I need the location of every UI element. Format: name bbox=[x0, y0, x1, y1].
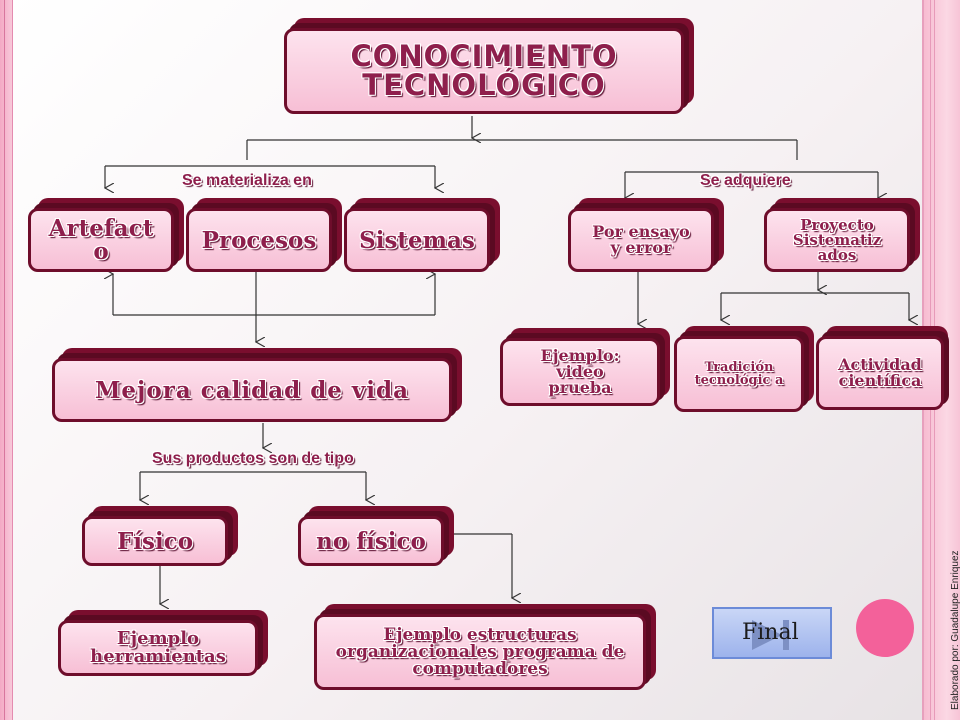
node-ejemplo-estructuras-text: Ejemplo estructuras organizacionales pro… bbox=[335, 624, 625, 679]
node-procesos: Procesos bbox=[186, 198, 342, 272]
branch-label-adquiere: Se adquiere bbox=[700, 172, 791, 189]
node-no-fisico: no físico bbox=[298, 506, 454, 566]
decorative-circle bbox=[856, 599, 914, 657]
play-end-icon bbox=[752, 620, 782, 650]
left-frame bbox=[0, 0, 13, 720]
node-mejora-text: Mejora calidad de vida bbox=[94, 376, 410, 404]
title-text: CONOCIMIENTO TECNOLÓGICO bbox=[350, 39, 618, 102]
node-ejemplo-estructuras: Ejemplo estructuras organizacionales pro… bbox=[314, 604, 656, 690]
node-procesos-text: Procesos bbox=[201, 226, 317, 254]
node-ejemplo-herramientas-text: Ejemplo herramientas bbox=[90, 628, 226, 667]
node-proyecto-text: Proyecto Sistematiz ados bbox=[792, 215, 882, 264]
node-ensayo-text: Por ensayo y error bbox=[592, 222, 690, 257]
node-artefacto-text: Artefact o bbox=[48, 215, 154, 265]
node-ensayo: Por ensayo y error bbox=[568, 198, 724, 272]
node-mejora: Mejora calidad de vida bbox=[52, 348, 462, 422]
node-ejemplo-video: Ejemplo: video prueba bbox=[500, 328, 670, 406]
title-node: CONOCIMIENTO TECNOLÓGICO bbox=[284, 18, 694, 114]
node-no-fisico-text: no físico bbox=[316, 527, 426, 555]
author-credit: Elaborado por: Guadalupe Enriquez bbox=[950, 550, 960, 710]
branch-label-materializa: Se materializa en bbox=[182, 172, 312, 189]
node-fisico: Físico bbox=[82, 506, 238, 566]
node-artefacto: Artefact o bbox=[28, 198, 184, 272]
node-sistemas: Sistemas bbox=[344, 198, 500, 272]
node-actividad: Actividad científica bbox=[816, 326, 949, 410]
branch-label-productos: Sus productos son de tipo bbox=[152, 450, 354, 467]
node-ejemplo-video-text: Ejemplo: video prueba bbox=[540, 346, 620, 397]
node-ejemplo-herramientas: Ejemplo herramientas bbox=[58, 610, 268, 676]
node-fisico-text: Físico bbox=[116, 527, 194, 555]
final-button-label: Final bbox=[742, 620, 799, 645]
node-tradicion: Tradición tecnológic a bbox=[674, 326, 814, 412]
node-sistemas-text: Sistemas bbox=[359, 226, 475, 254]
final-button[interactable]: Final bbox=[712, 607, 832, 659]
node-actividad-text: Actividad científica bbox=[838, 355, 922, 390]
node-proyecto: Proyecto Sistematiz ados bbox=[764, 198, 920, 272]
node-tradicion-text: Tradición tecnológic a bbox=[694, 360, 784, 388]
